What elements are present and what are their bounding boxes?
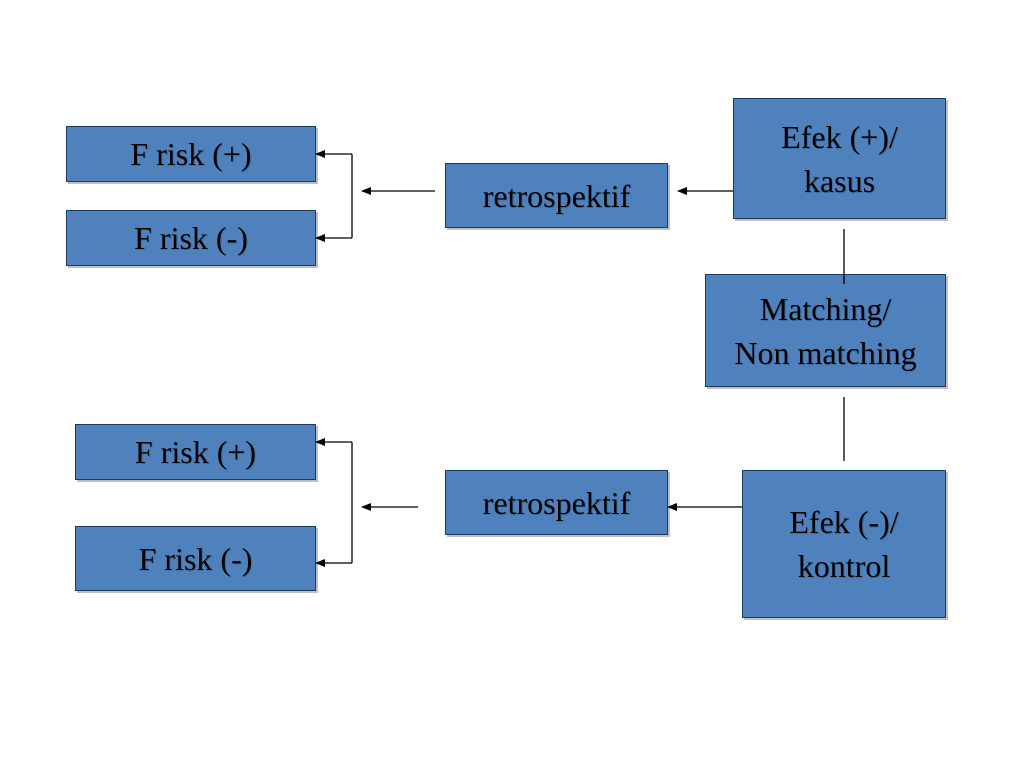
- control-effect-box: Efek (-)/ kontrol: [742, 470, 946, 618]
- top-retrospective-box: retrospektif: [445, 163, 668, 228]
- bottom-factor-risk-positive-label: F risk (+): [134, 434, 257, 470]
- control-effect-line1: Efek (-)/: [789, 504, 899, 540]
- top-factor-risk-negative-label: F risk (-): [134, 220, 248, 256]
- top-factor-risk-negative-box: F risk (-): [66, 210, 316, 266]
- top-retrospective-label: retrospektif: [482, 177, 631, 214]
- top-factor-risk-positive-label: F risk (+): [130, 136, 252, 172]
- bottom-factor-risk-negative-label: F risk (-): [138, 540, 253, 577]
- top-factor-risk-positive-box: F risk (+): [66, 126, 316, 182]
- control-effect-line2: kontrol: [797, 548, 891, 584]
- bottom-retrospective-box: retrospektif: [445, 470, 668, 535]
- bottom-factor-risk-positive-box: F risk (+): [75, 424, 316, 480]
- matching-line1: Matching/: [759, 290, 892, 327]
- matching-line2: Non matching: [734, 334, 917, 371]
- bottom-factor-risk-negative-box: F risk (-): [75, 526, 316, 591]
- bottom-retrospective-label: retrospektif: [482, 484, 631, 521]
- matching-box: Matching/ Non matching: [705, 274, 946, 387]
- case-effect-line1: Efek (+)/: [781, 118, 898, 155]
- case-effect-box: Efek (+)/ kasus: [733, 98, 946, 219]
- case-effect-line2: kasus: [803, 162, 876, 199]
